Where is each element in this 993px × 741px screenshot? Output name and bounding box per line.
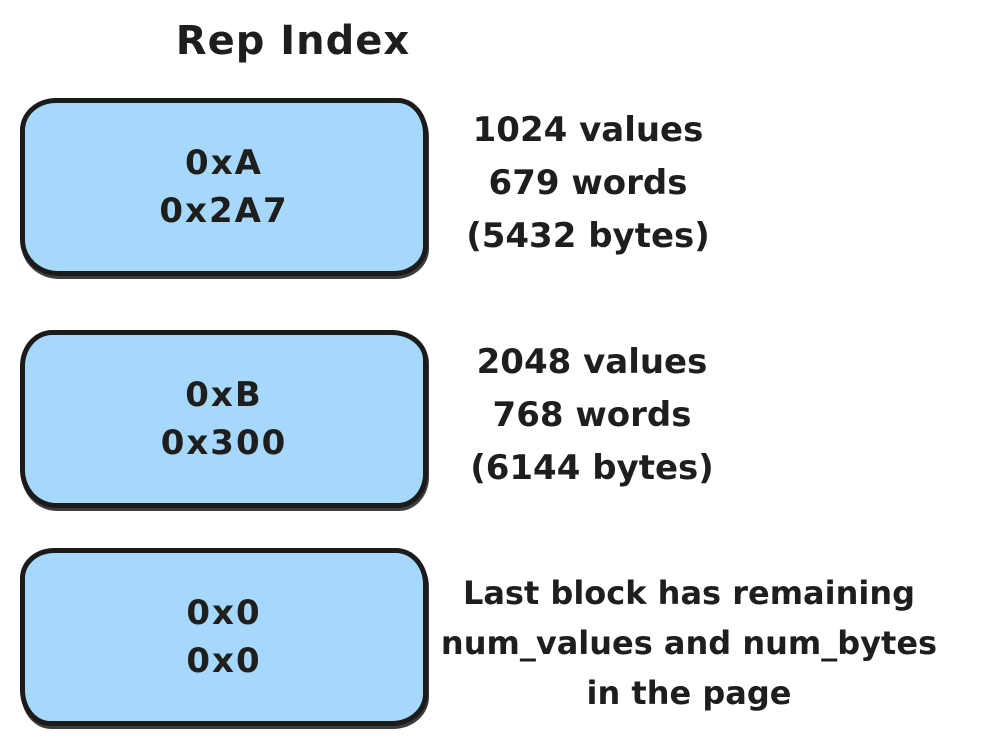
block-a-annotation-words: 679 words (488, 163, 688, 203)
block-b-annotation-values: 2048 values (476, 342, 708, 382)
block-a-value-2: 0x2A7 (159, 191, 289, 231)
rep-index-block-b: 0xB 0x300 (20, 330, 428, 508)
block-a-annotation-values: 1024 values (472, 110, 704, 150)
block-b-value-1: 0xB (185, 375, 263, 415)
block-b-annotation-bytes: (6144 bytes) (470, 448, 714, 488)
block-last-value-1: 0x0 (186, 593, 262, 633)
block-b-value-2: 0x300 (160, 423, 288, 463)
rep-index-block-last: 0x0 0x0 (20, 548, 428, 726)
block-a-value-1: 0xA (185, 143, 263, 183)
rep-index-block-a: 0xA 0x2A7 (20, 98, 428, 276)
block-last-annotation-line-3: in the page (586, 674, 792, 712)
block-last-annotation-line-1: Last block has remaining (462, 574, 916, 612)
block-last-annotation-line-2: num_values and num_bytes (440, 624, 938, 662)
block-b-annotation: 2048 values 768 words (6144 bytes) (412, 336, 772, 495)
block-a-annotation: 1024 values 679 words (5432 bytes) (408, 104, 768, 263)
block-last-value-2: 0x0 (186, 641, 262, 681)
diagram-title: Rep Index (175, 18, 411, 64)
block-b-annotation-words: 768 words (492, 395, 692, 435)
block-last-annotation: Last block has remaining num_values and … (438, 568, 940, 718)
block-a-annotation-bytes: (5432 bytes) (466, 216, 710, 256)
